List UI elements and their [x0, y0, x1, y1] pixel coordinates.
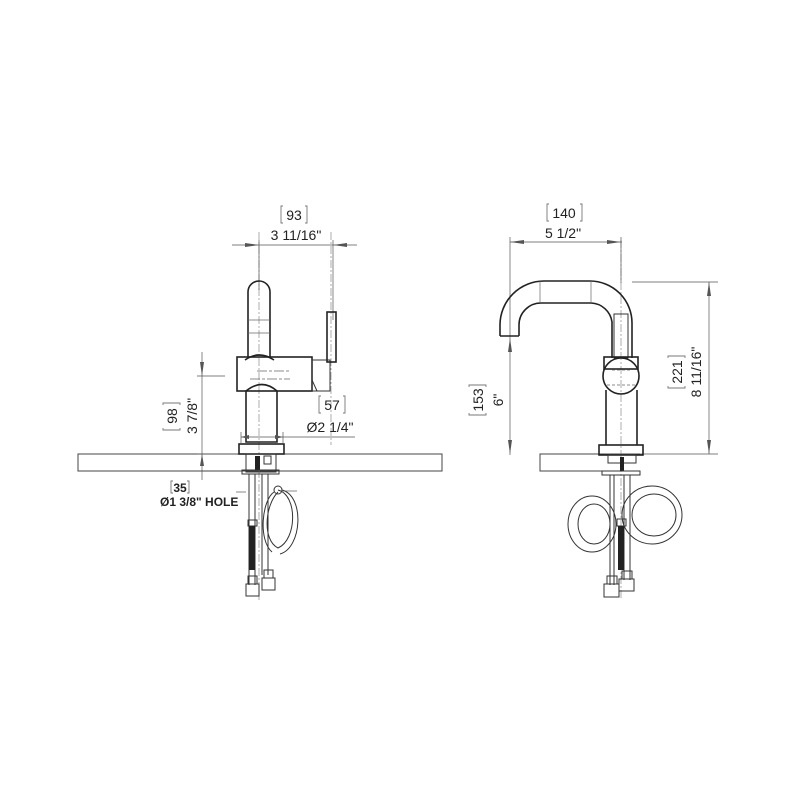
dimension-width-front: 93 3 11/16" — [232, 205, 357, 320]
base-diameter-in: Ø2 1/4" — [307, 419, 354, 435]
dimension-base-diameter: 57 Ø2 1/4" — [240, 395, 355, 444]
dimension-outlet-height: 153 6" — [468, 338, 512, 454]
dimension-overall-height: 221 8 11/16" — [632, 281, 718, 454]
faucet-spout-side — [499, 280, 633, 359]
front-view: 93 3 11/16" — [77, 205, 443, 600]
height-front-mm: 98 — [164, 408, 180, 424]
hole-mm: 35 — [173, 481, 187, 495]
faucet-body-front — [236, 311, 337, 455]
faucet-spout-front — [244, 280, 275, 361]
outlet-height-mm: 153 — [470, 388, 486, 412]
height-front-in: 3 7/8" — [184, 398, 200, 434]
reach-in: 5 1/2" — [545, 225, 581, 241]
overall-height-mm: 221 — [669, 360, 685, 384]
countertop-slab-side — [539, 453, 640, 472]
side-view: 140 5 1/2" — [468, 203, 718, 600]
base-diameter-mm: 57 — [324, 397, 340, 413]
dimension-height-front: 98 3 7/8" — [162, 352, 237, 466]
reach-mm: 140 — [552, 205, 576, 221]
width-front-mm: 93 — [286, 207, 302, 223]
faucet-body-side — [598, 356, 644, 456]
width-front-in: 3 11/16" — [271, 227, 322, 243]
mounting-hardware-side — [567, 454, 683, 598]
hole-in: Ø1 3/8" HOLE — [160, 495, 238, 509]
dimension-hole: 35 Ø1 3/8" HOLE — [160, 466, 238, 509]
mounting-hardware-front — [236, 453, 299, 597]
outlet-height-in: 6" — [490, 394, 506, 407]
overall-height-in: 8 11/16" — [688, 347, 704, 398]
